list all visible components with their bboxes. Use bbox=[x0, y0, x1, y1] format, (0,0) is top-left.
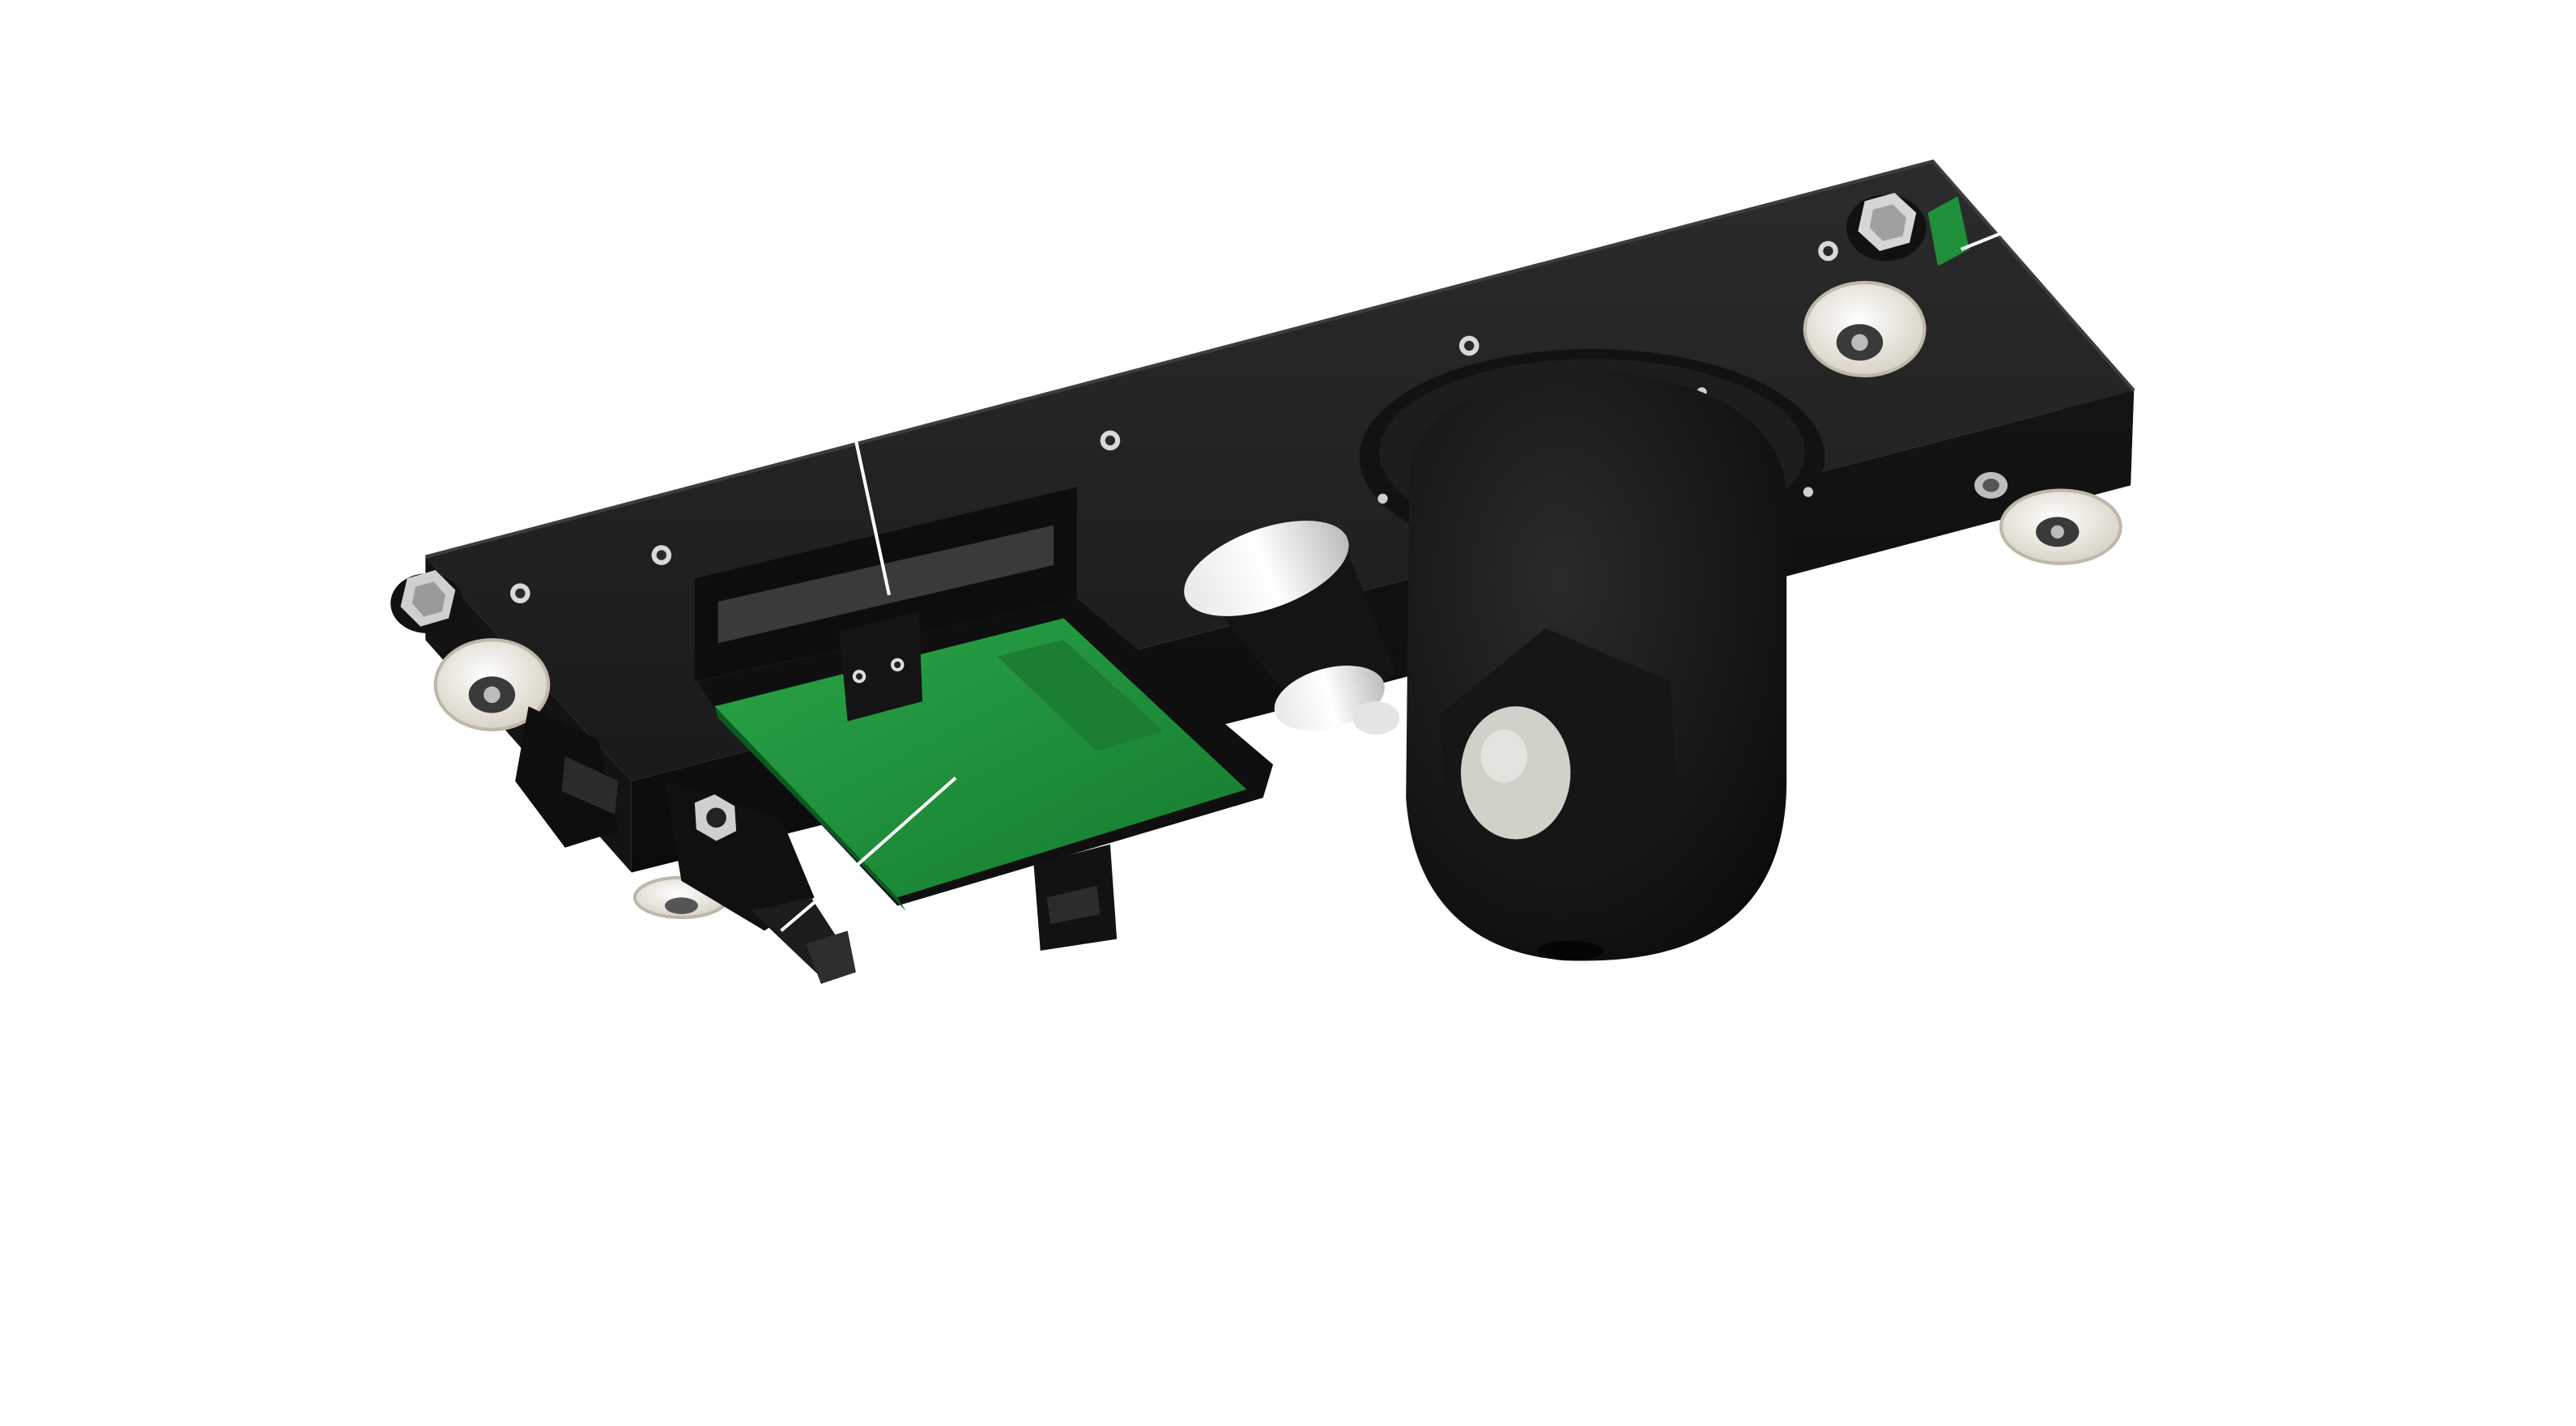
motor-cylinder bbox=[1184, 521, 1400, 735]
chassis-edge-highlight bbox=[424, 159, 2135, 559]
small-knob-right bbox=[1974, 471, 2008, 499]
rear-sensor bbox=[1927, 196, 1969, 266]
hex-bolt-left bbox=[390, 570, 464, 633]
screw-icon bbox=[891, 658, 905, 672]
guide-wheel-left-top bbox=[433, 638, 551, 732]
screw-icon bbox=[651, 545, 672, 565]
guide-wheel-right-top bbox=[1803, 280, 1927, 377]
top-screws bbox=[510, 241, 1838, 604]
hex-nut-icon bbox=[694, 794, 737, 841]
screw-icon bbox=[1100, 430, 1121, 451]
screw-icon bbox=[510, 583, 530, 604]
leader-line-circuit-board bbox=[838, 777, 957, 883]
screw-icon bbox=[1458, 335, 1480, 356]
screw-icon bbox=[1818, 241, 1838, 262]
leader-line-display bbox=[854, 440, 891, 596]
leader-line-cable-connector bbox=[780, 900, 815, 932]
screw-icon bbox=[852, 670, 866, 683]
leader-line-rear-sensor bbox=[1960, 231, 2003, 251]
chassis bbox=[424, 159, 2135, 873]
pcb-bracket bbox=[839, 611, 923, 722]
pan-tilt-camera bbox=[1359, 349, 1825, 961]
leader-lines bbox=[780, 231, 2003, 932]
hex-bolt-right bbox=[1846, 193, 1927, 262]
guide-wheel-right-bottom bbox=[1999, 488, 2123, 565]
circuit-board-assembly bbox=[697, 598, 1274, 951]
